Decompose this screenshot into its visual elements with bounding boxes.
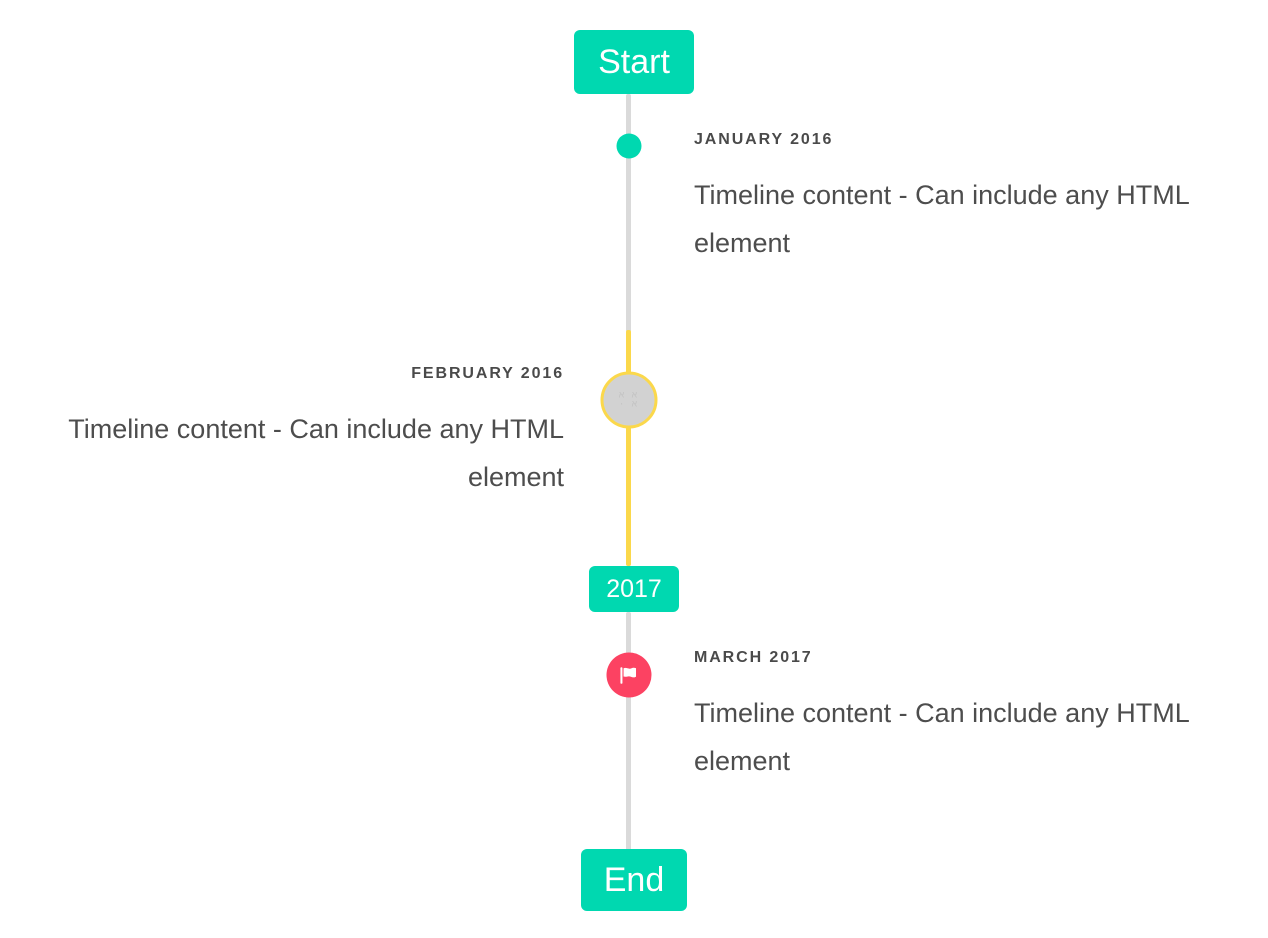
timeline-end-badge[interactable]: End xyxy=(581,849,687,911)
timeline-line-segment-active xyxy=(626,330,631,566)
timeline-start-badge[interactable]: Start xyxy=(574,30,694,94)
timeline-entry-body: Timeline content - Can include any HTML … xyxy=(694,180,1189,258)
timeline-marker-january[interactable] xyxy=(616,133,641,159)
timeline-entry-date: FEBRUARY 2016 xyxy=(411,365,564,382)
timeline-marker-march[interactable] xyxy=(606,652,651,698)
timeline-entry-march: MARCH 2017 Timeline content - Can includ… xyxy=(694,649,1218,785)
timeline-line-segment-top xyxy=(626,94,631,332)
missing-glyph-row-top: א א xyxy=(618,390,639,400)
timeline-entry-january: JANUARY 2016 Timeline content - Can incl… xyxy=(694,131,1218,267)
timeline-entry-date: JANUARY 2016 xyxy=(694,131,834,148)
timeline-year-badge-2017[interactable]: 2017 xyxy=(589,566,679,612)
timeline-entry-body: Timeline content - Can include any HTML … xyxy=(694,698,1189,776)
timeline-marker-february[interactable]: א א · א xyxy=(600,371,657,429)
timeline-entry-february: FEBRUARY 2016 Timeline content - Can inc… xyxy=(40,365,564,501)
timeline-entry-body: Timeline content - Can include any HTML … xyxy=(68,414,564,492)
missing-glyph-row-bottom: · א xyxy=(618,399,639,409)
missing-glyph-icon: א א · א xyxy=(619,391,638,409)
timeline-line-segment-bottom xyxy=(626,612,631,852)
timeline-entry-date: MARCH 2017 xyxy=(694,649,813,666)
flag-icon xyxy=(620,666,637,684)
